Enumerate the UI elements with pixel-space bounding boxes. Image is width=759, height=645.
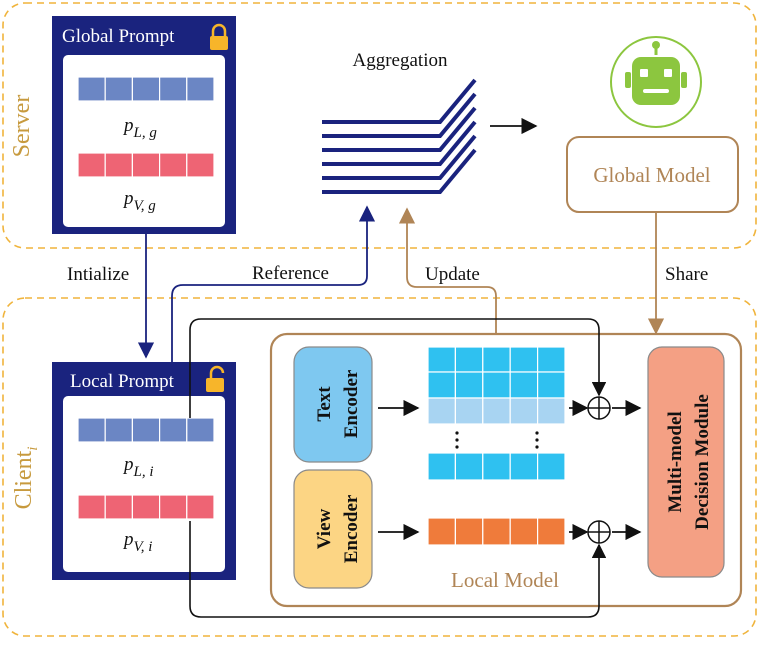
token-cell xyxy=(454,452,484,481)
global-model-box xyxy=(566,136,739,213)
token-cell xyxy=(536,397,566,425)
token-cell xyxy=(77,494,106,520)
local-model-label: Local Model xyxy=(451,568,559,592)
global-prompt-title: Global Prompt xyxy=(62,26,175,47)
ellipsis-icon xyxy=(455,431,539,449)
token-cell xyxy=(159,494,188,520)
global-prompt-panel: Global Prompt pL, g pV, g xyxy=(52,16,236,234)
local-lang-prompt-tokens xyxy=(77,417,215,443)
token-cell xyxy=(482,346,511,373)
vis-prompt-injection-line xyxy=(189,521,607,618)
token-cell xyxy=(77,152,106,178)
token-cell xyxy=(77,417,106,443)
view-encoder-box xyxy=(293,469,373,589)
update-label: Update xyxy=(425,264,480,285)
token-cell xyxy=(482,371,511,399)
token-cell xyxy=(186,417,215,443)
global-model-label: Global Model xyxy=(593,163,710,187)
local-vis-prompt-label: pV, i xyxy=(122,529,152,555)
text-feature-row xyxy=(427,397,566,425)
local-prompt-title: Local Prompt xyxy=(70,371,175,392)
token-cell xyxy=(159,417,188,443)
aggregation-stack-icon xyxy=(322,78,477,194)
token-cell xyxy=(186,494,215,520)
text-feature-row xyxy=(427,346,566,373)
token-cell xyxy=(482,397,511,425)
token-cell xyxy=(536,452,566,481)
token-cell xyxy=(454,346,484,373)
token-cell xyxy=(131,76,161,102)
local-prompt-panel: Local Prompt pL, i pV, i xyxy=(52,362,236,580)
global-lang-prompt-label: pL, g xyxy=(122,115,157,141)
lock-icon xyxy=(210,23,228,50)
token-cell xyxy=(482,452,511,481)
global-vis-prompt-label: pV, g xyxy=(122,188,156,214)
view-feature-row xyxy=(427,517,566,546)
unlock-icon xyxy=(206,365,225,392)
global-vis-prompt-tokens xyxy=(77,152,215,178)
robot-icon xyxy=(610,36,702,128)
token-cell xyxy=(131,152,161,178)
text-feature-row xyxy=(427,371,566,399)
token-cell xyxy=(104,417,133,443)
token-cell xyxy=(454,397,484,425)
text-encoder-box xyxy=(293,346,373,463)
token-cell xyxy=(509,397,539,425)
share-label: Share xyxy=(665,264,708,285)
local-model-box xyxy=(269,332,743,608)
add-operator-icon xyxy=(587,396,611,420)
client-label: Clienti xyxy=(11,447,41,510)
reference-arrow xyxy=(171,205,376,362)
token-cell xyxy=(104,494,133,520)
local-lang-prompt-label: pL, i xyxy=(122,454,154,480)
token-cell xyxy=(536,346,566,373)
token-cell xyxy=(482,517,511,546)
token-cell xyxy=(454,371,484,399)
token-cell xyxy=(104,152,133,178)
client-region xyxy=(2,297,757,637)
server-region xyxy=(2,2,757,249)
aggregation-label: Aggregation xyxy=(353,50,448,71)
token-cell xyxy=(509,371,539,399)
token-cell xyxy=(159,152,188,178)
token-cell xyxy=(77,76,106,102)
token-cell xyxy=(509,452,539,481)
token-cell xyxy=(509,346,539,373)
token-cell xyxy=(186,152,215,178)
decision-module-box xyxy=(647,346,725,578)
token-cell xyxy=(427,371,456,399)
initialize-label: Intialize xyxy=(67,264,129,285)
global-lang-prompt-tokens xyxy=(77,76,215,102)
server-label: Server xyxy=(9,95,35,158)
lang-prompt-injection-line xyxy=(189,318,607,418)
token-cell xyxy=(104,76,133,102)
local-vis-prompt-tokens xyxy=(77,494,215,520)
reference-label: Reference xyxy=(252,263,329,284)
token-cell xyxy=(159,76,188,102)
token-cell xyxy=(536,517,566,546)
token-cell xyxy=(427,452,456,481)
add-operator-icon xyxy=(587,520,611,544)
token-cell xyxy=(509,517,539,546)
token-cell xyxy=(427,397,456,425)
update-arrow xyxy=(398,207,497,334)
text-feature-row xyxy=(427,452,566,481)
token-cell xyxy=(131,417,161,443)
token-cell xyxy=(454,517,484,546)
token-cell xyxy=(536,371,566,399)
token-cell xyxy=(186,76,215,102)
token-cell xyxy=(131,494,161,520)
token-cell xyxy=(427,346,456,373)
token-cell xyxy=(427,517,456,546)
